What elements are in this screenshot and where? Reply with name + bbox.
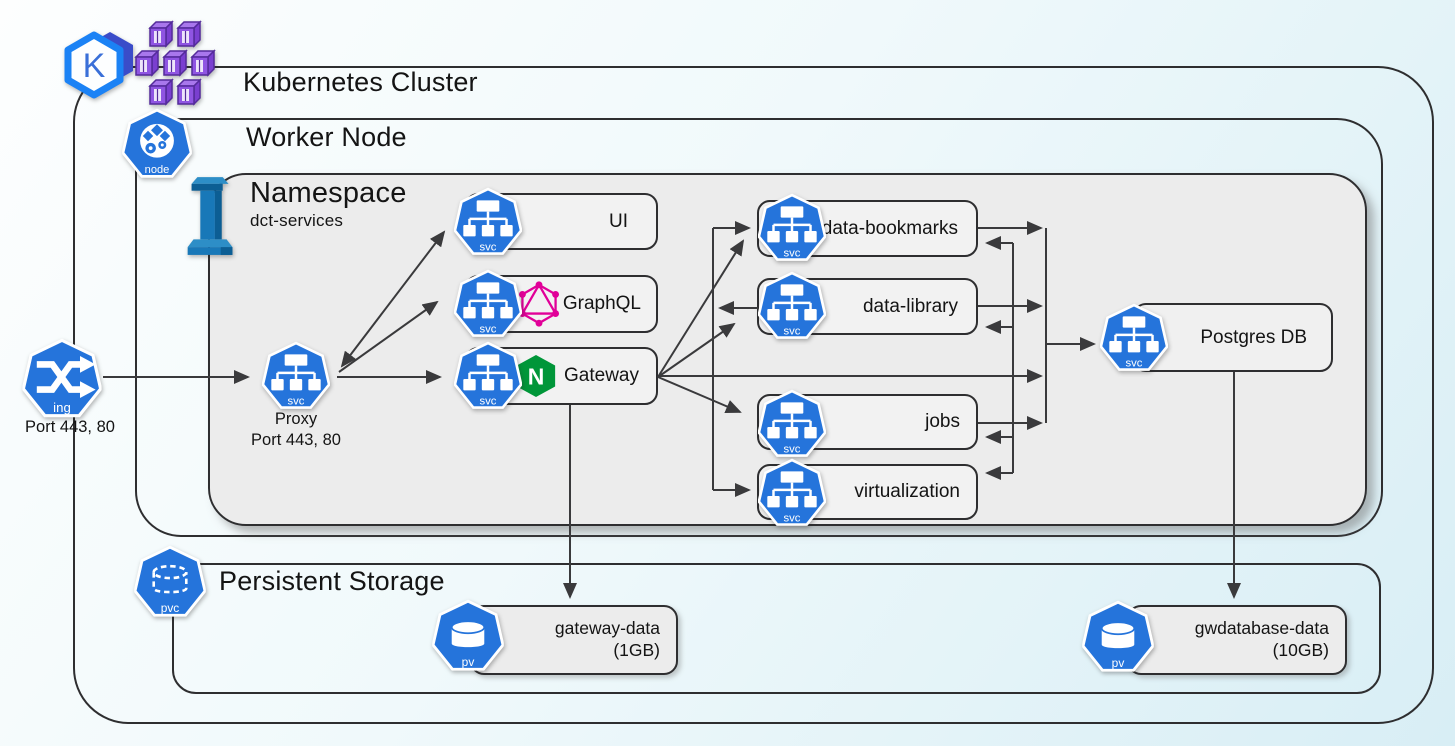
service-label-data-library: data-library — [862, 295, 958, 317]
worker-node-title: Worker Node — [246, 122, 407, 152]
persistent-storage-box — [172, 563, 1381, 694]
graphql-logo-icon — [518, 281, 559, 327]
ingress-ports: Port 443, 80 — [25, 418, 115, 436]
volume-label-gateway-data: gateway-data — [554, 618, 660, 639]
svc-icon-graphql — [454, 269, 522, 341]
volume-box-gwdatabase-data: gwdatabase-data (10GB) — [1127, 605, 1347, 675]
kubernetes-logo-icon: K — [64, 31, 133, 99]
cluster-title: Kubernetes Cluster — [243, 67, 478, 97]
svc-icon-data-bookmarks — [758, 193, 826, 265]
namespace-pillar-icon — [187, 177, 233, 255]
arrow-proxy-ui-bidirectional — [340, 230, 446, 368]
service-label-virtualization: virtualization — [854, 481, 960, 502]
service-label-ui: UI — [609, 210, 628, 232]
namespace-title: Namespace — [250, 177, 407, 209]
arrow-gateway-to-jobs — [657, 376, 742, 413]
pv-icon-gwdatabase-data — [1081, 600, 1155, 676]
svc-icon-proxy — [262, 341, 330, 413]
namespace-name: dct-services — [250, 211, 344, 230]
service-label-gateway: Gateway — [564, 365, 639, 386]
worker-node-box — [135, 118, 1383, 537]
pvc-icon — [133, 545, 207, 621]
proxy-caption: Proxy Port 443, 80 — [226, 409, 366, 451]
service-label-data-bookmarks: data-bookmarks — [821, 217, 958, 239]
volume-size-gwdatabase-data: (10GB) — [1272, 640, 1329, 660]
arrow-proxy-to-graphql — [338, 300, 439, 373]
svc-icon-ui — [454, 187, 522, 259]
nginx-letter: N — [528, 364, 545, 390]
proxy-name: Proxy — [274, 410, 318, 428]
service-label-graphql: GraphQL — [562, 293, 641, 314]
svc-icon-virtualization — [758, 458, 826, 530]
ingress-icon — [22, 338, 102, 422]
svc-icon-data-library — [758, 271, 826, 343]
instance-unit — [134, 20, 216, 106]
svc-icon-gateway — [454, 341, 522, 413]
arrow-gateway-to-data-bookmarks — [657, 239, 745, 378]
service-label-postgres: Postgres DB — [1200, 326, 1307, 348]
nginx-logo-icon: N — [516, 354, 556, 398]
instances-cluster-icon — [134, 20, 216, 106]
volume-label-gwdatabase-data: gwdatabase-data — [1194, 618, 1329, 639]
pv-icon-gateway-data — [431, 599, 505, 675]
svc-icon-jobs — [758, 389, 826, 461]
service-label-jobs: jobs — [925, 411, 960, 432]
volume-size-gateway-data: (1GB) — [613, 640, 660, 660]
proxy-ports: Port 443, 80 — [251, 431, 341, 450]
kubernetes-letter: K — [83, 47, 106, 85]
svc-icon-postgres — [1100, 303, 1168, 375]
persistent-storage-title: Persistent Storage — [219, 566, 445, 596]
arrow-gateway-to-data-library — [657, 322, 736, 378]
volume-box-gateway-data: gateway-data (1GB) — [470, 605, 678, 675]
